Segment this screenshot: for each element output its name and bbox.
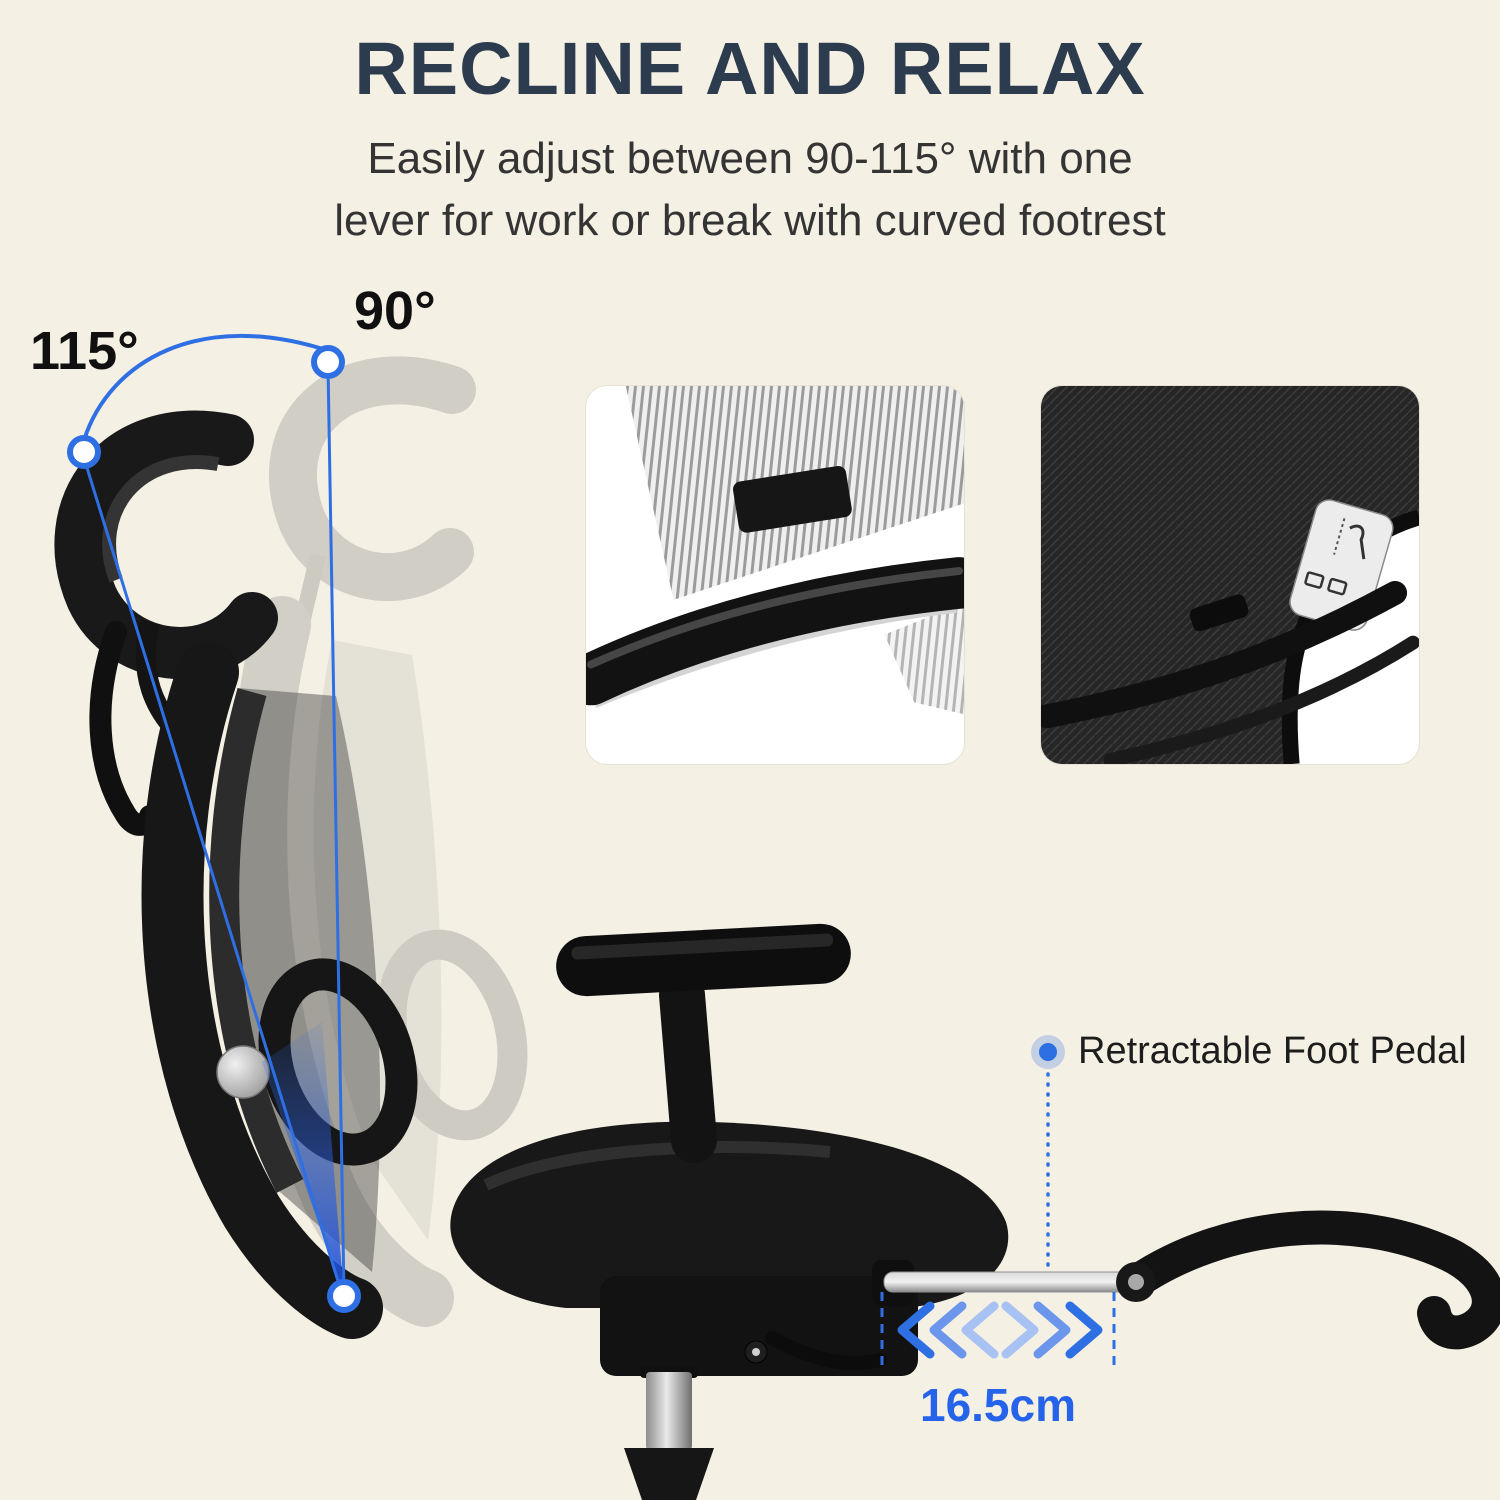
pivot-dot bbox=[327, 1279, 361, 1313]
angle-dot-90 bbox=[311, 345, 345, 379]
seat bbox=[450, 1121, 1009, 1308]
reclined-chair bbox=[54, 410, 1500, 1500]
seat-frame-close-up-image bbox=[586, 386, 964, 715]
recline-angle-annotation bbox=[67, 334, 361, 1313]
inset-detail-recline-lever bbox=[1040, 385, 1420, 765]
angle-label-115: 115° bbox=[30, 321, 139, 381]
lever-handle bbox=[1189, 594, 1249, 632]
footrest-rail bbox=[883, 1271, 1137, 1293]
armrest-bar bbox=[1041, 580, 1408, 729]
frame-bar bbox=[586, 557, 964, 706]
extension-measurement-annotation bbox=[880, 1292, 1116, 1372]
foot-pedal-dot bbox=[1039, 1043, 1057, 1061]
slide-chevrons bbox=[897, 1301, 1103, 1359]
angle-label-90: 90° bbox=[354, 281, 436, 341]
foot-pedal-annotation bbox=[1031, 1035, 1065, 1270]
recline-lever-close-up-image bbox=[1041, 386, 1419, 764]
backrest-frame bbox=[141, 641, 383, 1339]
footrest-blade bbox=[1119, 1210, 1500, 1350]
inset-detail-seat-frame bbox=[585, 385, 965, 765]
backrest-mesh bbox=[1041, 386, 1419, 764]
gas-cylinder bbox=[624, 1366, 714, 1500]
subtitle-line-2: lever for work or break with curved foot… bbox=[334, 196, 1166, 246]
subtitle: Easily adjust between 90-115° with one l… bbox=[0, 128, 1500, 253]
recline-lever bbox=[765, 1331, 887, 1371]
angle-dot-115 bbox=[67, 435, 101, 469]
recline-pivot-knob bbox=[216, 1045, 270, 1099]
armrest bbox=[556, 923, 851, 1163]
angle-arc bbox=[82, 334, 327, 441]
recline-wedge bbox=[262, 1022, 344, 1296]
page-title: RECLINE AND RELAX bbox=[354, 27, 1146, 110]
subtitle-line-1: Easily adjust between 90-115° with one bbox=[367, 134, 1133, 183]
seat-mechanism bbox=[600, 1276, 918, 1376]
foot-pedal-label: Retractable Foot Pedal bbox=[1078, 1030, 1467, 1072]
retractable-footrest bbox=[872, 1210, 1500, 1350]
headrest-adjust-hook bbox=[89, 621, 161, 836]
extension-measurement: 16.5cm bbox=[919, 1379, 1076, 1431]
mesh-clip bbox=[733, 465, 852, 533]
